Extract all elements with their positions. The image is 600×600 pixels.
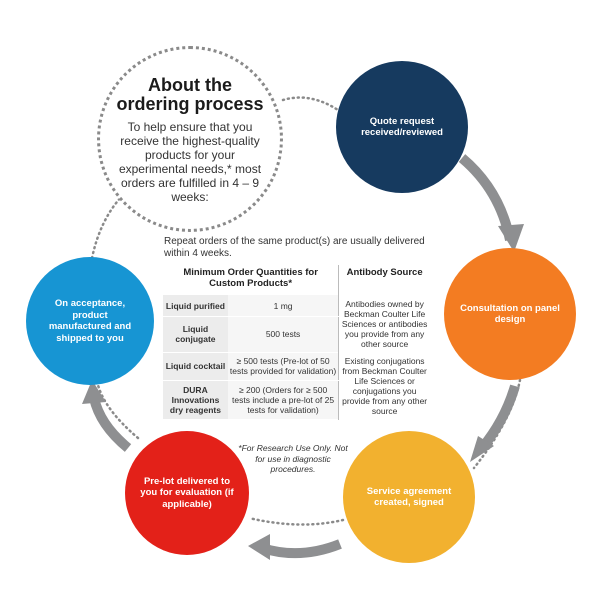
dotted-connector-prelot-accept	[96, 383, 140, 440]
table-row: Liquid cocktail ≥ 500 tests (Pre-lot of …	[163, 352, 430, 419]
step-prelot-delivered: Pre-lot delivered to you for evaluation …	[125, 431, 249, 555]
arrow-consult-to-service	[478, 384, 520, 452]
arrow-consult-to-service-head	[470, 436, 494, 462]
step-quote-request-label: Quote request received/reviewed	[361, 115, 443, 139]
source-cell-1: Antibodies owned by Beckman Coulter Life…	[338, 295, 430, 352]
step-consultation: Consultation on panel design	[444, 248, 576, 380]
step-acceptance-shipped: On acceptance, product manufactured and …	[26, 257, 154, 385]
row-type: Liquid cocktail	[163, 352, 228, 381]
header-antibody-source: Antibody Source	[338, 265, 430, 295]
research-use-footnote: *For Research Use Only. Not for use in d…	[238, 443, 348, 474]
table-row: Liquid conjugate 500 tests	[163, 316, 430, 353]
source-cell-2: Existing conjugations from Beckman Coult…	[338, 352, 430, 419]
arrow-service-to-prelot	[260, 539, 342, 559]
header-moq: Minimum Order Quantities for Custom Prod…	[183, 267, 318, 289]
row-type: DURA Innovations dry reagents	[163, 380, 228, 420]
about-body: To help ensure that you receive the high…	[118, 120, 262, 204]
row-type: Liquid purified	[163, 295, 228, 318]
about-ordering-process-circle: About the ordering process To help ensur…	[97, 46, 283, 232]
table-row: Liquid purified 1 mg Antibodies owned by…	[163, 295, 430, 352]
step-consultation-label: Consultation on panel design	[460, 302, 560, 326]
step-quote-request: Quote request received/reviewed	[336, 61, 468, 193]
row-type: Liquid conjugate	[163, 316, 228, 353]
row-qty: ≥ 500 tests (Pre-lot of 50 tests provide…	[227, 352, 339, 381]
table-row: DURA Innovations dry reagents ≥ 200 (Ord…	[163, 380, 430, 420]
repeat-orders-note: Repeat orders of the same product(s) are…	[164, 236, 425, 259]
dotted-connector-accept-about	[90, 194, 124, 260]
step-prelot-delivered-label: Pre-lot delivered to you for evaluation …	[140, 475, 234, 510]
step-service-agreement-label: Service agreement created, signed	[366, 485, 452, 509]
minimum-order-table: Minimum Order Quantities for Custom Prod…	[163, 265, 430, 420]
row-qty: 1 mg	[227, 295, 339, 318]
arrow-quote-to-consult-head	[498, 224, 524, 252]
row-qty: ≥ 200 (Orders for ≥ 500 tests include a …	[227, 380, 339, 420]
about-title: About the ordering process	[116, 75, 264, 114]
arrow-prelot-to-accept-head	[82, 380, 106, 404]
row-qty: 500 tests	[227, 316, 339, 353]
dotted-connector-service-prelot	[247, 516, 345, 526]
dotted-connector-about-quote	[281, 96, 340, 112]
step-acceptance-shipped-label: On acceptance, product manufactured and …	[48, 298, 132, 344]
step-service-agreement: Service agreement created, signed	[343, 431, 475, 563]
arrow-service-to-prelot-head	[248, 534, 270, 560]
